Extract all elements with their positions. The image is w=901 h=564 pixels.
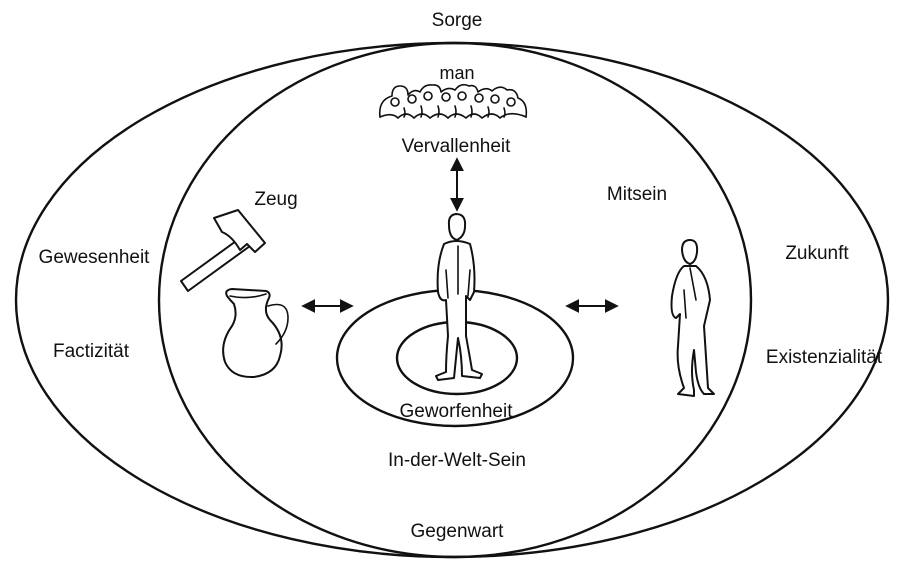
standing-person-icon (436, 214, 482, 380)
hammer-icon (181, 210, 265, 291)
label-geworfenheit: Geworfenheit (399, 401, 513, 422)
label-zukunft: Zukunft (785, 243, 849, 264)
label-man: man (439, 63, 474, 83)
label-sorge: Sorge (432, 10, 483, 31)
label-mitsein: Mitsein (607, 184, 667, 205)
jug-icon (223, 289, 288, 377)
label-existenzialitaet: Existenzialität (766, 347, 883, 368)
crowd-icon (380, 85, 527, 118)
other-person-icon (672, 240, 715, 396)
label-vervallenheit: Vervallenheit (402, 136, 512, 157)
label-in-der-welt-sein: In-der-Welt-Sein (388, 450, 526, 471)
label-factizitaet: Factizität (53, 341, 130, 362)
label-gegenwart: Gegenwart (411, 521, 505, 542)
label-zeug: Zeug (254, 189, 297, 210)
label-gewesenheit: Gewesenheit (39, 247, 151, 268)
